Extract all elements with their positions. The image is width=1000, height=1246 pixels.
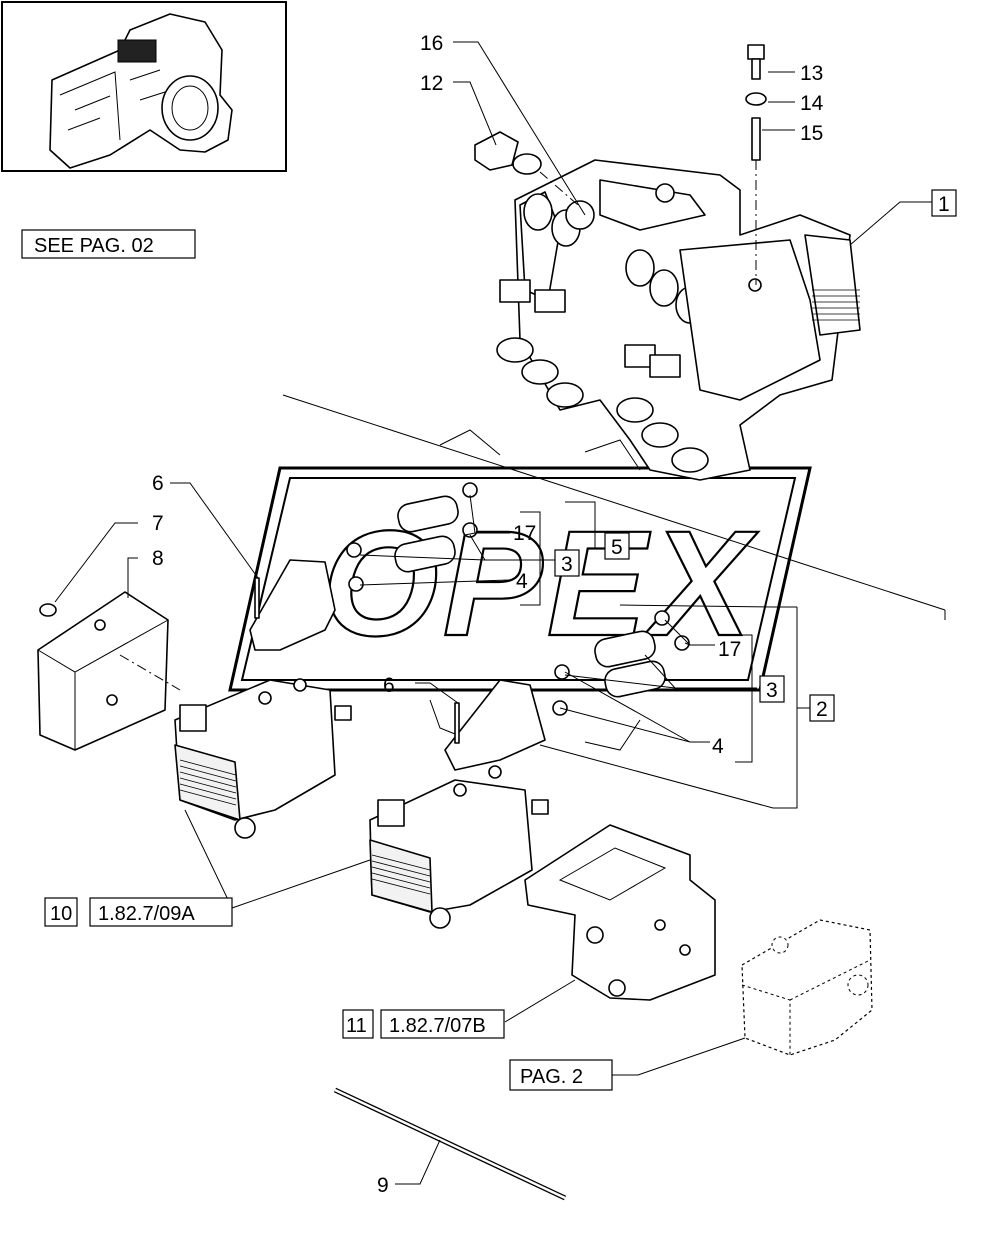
pag2-ref[interactable]: PAG. 2	[509, 1059, 613, 1091]
tie-rod	[333, 1087, 567, 1201]
callout-box-3a: 3	[554, 549, 580, 577]
upper-spools	[249, 482, 478, 651]
callout-box-2: 2	[809, 694, 835, 722]
callout-8: 8	[152, 547, 164, 570]
callout-17b: 17	[718, 638, 741, 661]
callout-9: 9	[377, 1174, 389, 1197]
callout-16: 16	[420, 32, 443, 55]
ref-11-text: 1.82.7/07B	[389, 1015, 486, 1037]
callout-13: 13	[800, 62, 823, 85]
callout-15: 15	[800, 122, 823, 145]
leader-lines	[54, 41, 946, 1185]
callout-4b: 4	[712, 735, 724, 758]
valve-section-center	[369, 765, 549, 929]
callout-box-1: 1	[931, 189, 957, 217]
valve-section-left	[174, 678, 352, 839]
callout-12: 12	[420, 72, 443, 95]
end-plate	[524, 824, 716, 1001]
callout-17a: 17	[513, 522, 536, 545]
callout-box-5: 5	[604, 532, 630, 560]
callout-7: 7	[152, 512, 164, 535]
ref-10-text: 1.82.7/09A	[98, 903, 195, 925]
callout-10: 10	[50, 903, 72, 925]
callout-4a: 4	[516, 570, 528, 593]
svg-text:3: 3	[561, 553, 573, 576]
see-page-ref[interactable]: SEE PAG. 02	[21, 229, 196, 259]
overview-thumbnail	[1, 1, 287, 172]
cover-plate	[37, 591, 181, 751]
cap-and-oring	[474, 131, 579, 206]
see-page-ref-text: SEE PAG. 02	[34, 235, 154, 257]
callout-14: 14	[800, 92, 824, 115]
callout-11: 11	[346, 1015, 367, 1037]
callout-box-3b: 3	[759, 675, 785, 703]
svg-text:3: 3	[766, 679, 778, 702]
callout-6b: 6	[383, 674, 395, 697]
svg-text:5: 5	[611, 536, 623, 559]
bolt-washer-stud	[745, 44, 767, 285]
main-valve-assembly	[496, 159, 861, 481]
ref-box-10[interactable]: 10 1.82.7/09A	[44, 897, 233, 927]
ref-box-11[interactable]: 11 1.82.7/07B	[342, 1009, 505, 1039]
svg-text:1: 1	[938, 193, 950, 216]
callout-6a: 6	[152, 472, 164, 495]
pag2-ref-text: PAG. 2	[520, 1066, 583, 1088]
lower-spools	[444, 610, 690, 771]
svg-text:2: 2	[816, 698, 828, 721]
ghost-end-section	[741, 919, 873, 1056]
